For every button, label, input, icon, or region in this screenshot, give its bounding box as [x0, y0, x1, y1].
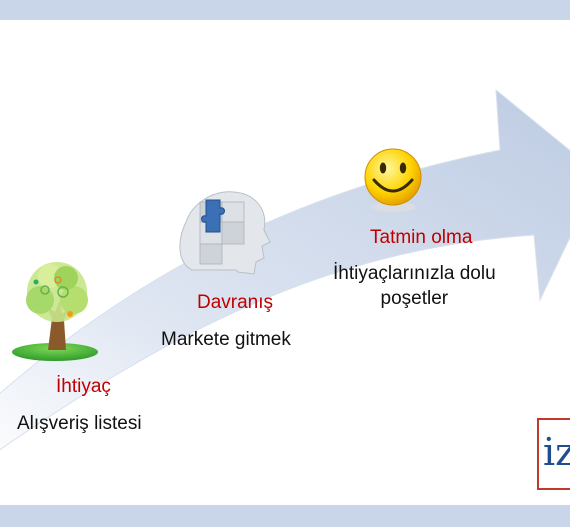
step-1-title: İhtiyaç: [56, 376, 111, 397]
step-1-desc: Alışveriş listesi: [17, 413, 142, 434]
step-2-title: Davranış: [197, 292, 274, 313]
tree-icon: [12, 262, 98, 361]
step-3-desc: İhtiyaçlarınızla dolu poşetler: [333, 263, 496, 309]
step-3-title: Tatmin olma: [370, 227, 473, 248]
top-band: [0, 0, 570, 20]
puzzle-head-icon: [179, 191, 271, 275]
logo-text: iz: [543, 430, 570, 474]
logo: iz: [537, 418, 570, 490]
smiley-icon: [364, 148, 422, 212]
bottom-band: [0, 505, 570, 527]
step-2-desc: Markete gitmek: [161, 329, 291, 350]
progress-arrow: [0, 88, 570, 451]
